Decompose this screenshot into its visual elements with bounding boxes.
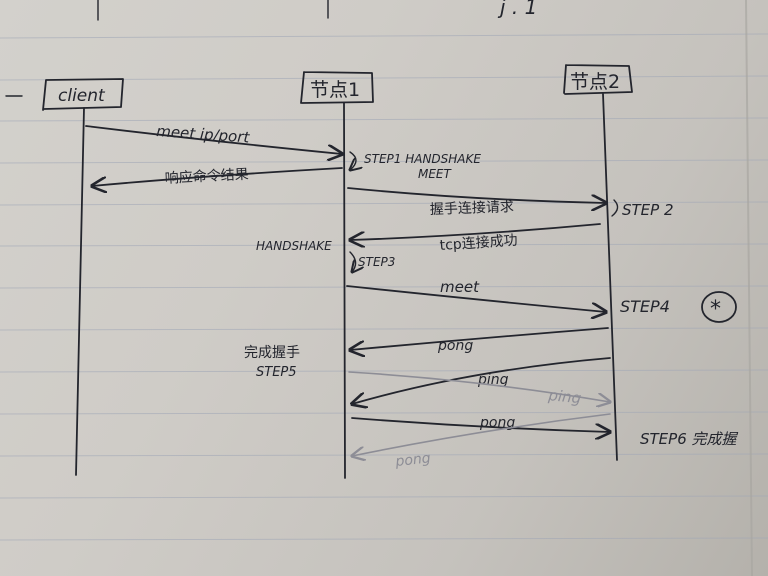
actor-node2-label: 节点2: [570, 71, 620, 93]
self-arrow-step1: [350, 151, 356, 170]
self-arrow-step2: [611, 199, 619, 217]
actor-node1: 节点1: [300, 71, 374, 104]
lifeline-node1: [343, 102, 346, 479]
note-step5: STEP5: [256, 365, 297, 380]
arrow-pong-2: [351, 417, 610, 432]
arrow-tcp-success: [350, 223, 601, 240]
lifeline-client: [75, 107, 85, 476]
star-icon-text: *: [710, 297, 721, 322]
label-tcp-success: tcp连接成功: [439, 232, 518, 254]
actor-client: client: [42, 78, 124, 111]
arrow-reply-result: [92, 167, 343, 186]
label-ghost-pong: pong: [394, 450, 432, 470]
actor-node2: 节点2: [563, 64, 633, 95]
label-reply-result: 响应命令结果: [164, 166, 249, 187]
note-handshake: HANDSHAKE: [256, 239, 332, 253]
note-step4: STEP4: [620, 297, 670, 316]
note-complete-handshake: 完成握手: [244, 345, 300, 361]
top-scribble: j . 1: [97, 0, 537, 21]
arrow-handshake-request: [347, 187, 606, 203]
lifeline-node2: [602, 93, 618, 461]
note-step2: STEP 2: [622, 201, 674, 219]
top-scribble-text: j . 1: [497, 0, 537, 19]
label-pong-1: pong: [437, 338, 473, 354]
label-pong-2: pong: [479, 415, 515, 431]
note-step1: STEP1 HANDSHAKE: [364, 152, 481, 166]
star-circle-icon: *: [701, 291, 737, 323]
self-arrow-step3: [349, 251, 356, 272]
note-step1-meet: MEET: [418, 167, 453, 181]
arrow-meet-ip-port: [85, 125, 342, 154]
arrow-ghost-ping: [348, 371, 610, 402]
label-meet-ip-port: meet ip/port: [156, 122, 251, 147]
label-ghost-ping: ping: [547, 386, 582, 407]
arrow-ghost-pong: [352, 413, 611, 456]
actor-client-label: client: [58, 86, 106, 106]
label-handshake-request: 握手连接请求: [430, 198, 515, 218]
note-step6: STEP6 完成握: [640, 430, 739, 448]
label-meet: meet: [440, 278, 480, 296]
arrow-ping: [352, 357, 611, 404]
arrow-meet: [346, 285, 606, 312]
note-step3: STEP3: [358, 255, 395, 269]
arrow-pong-1: [350, 327, 609, 350]
actor-node1-label: 节点1: [310, 79, 360, 101]
